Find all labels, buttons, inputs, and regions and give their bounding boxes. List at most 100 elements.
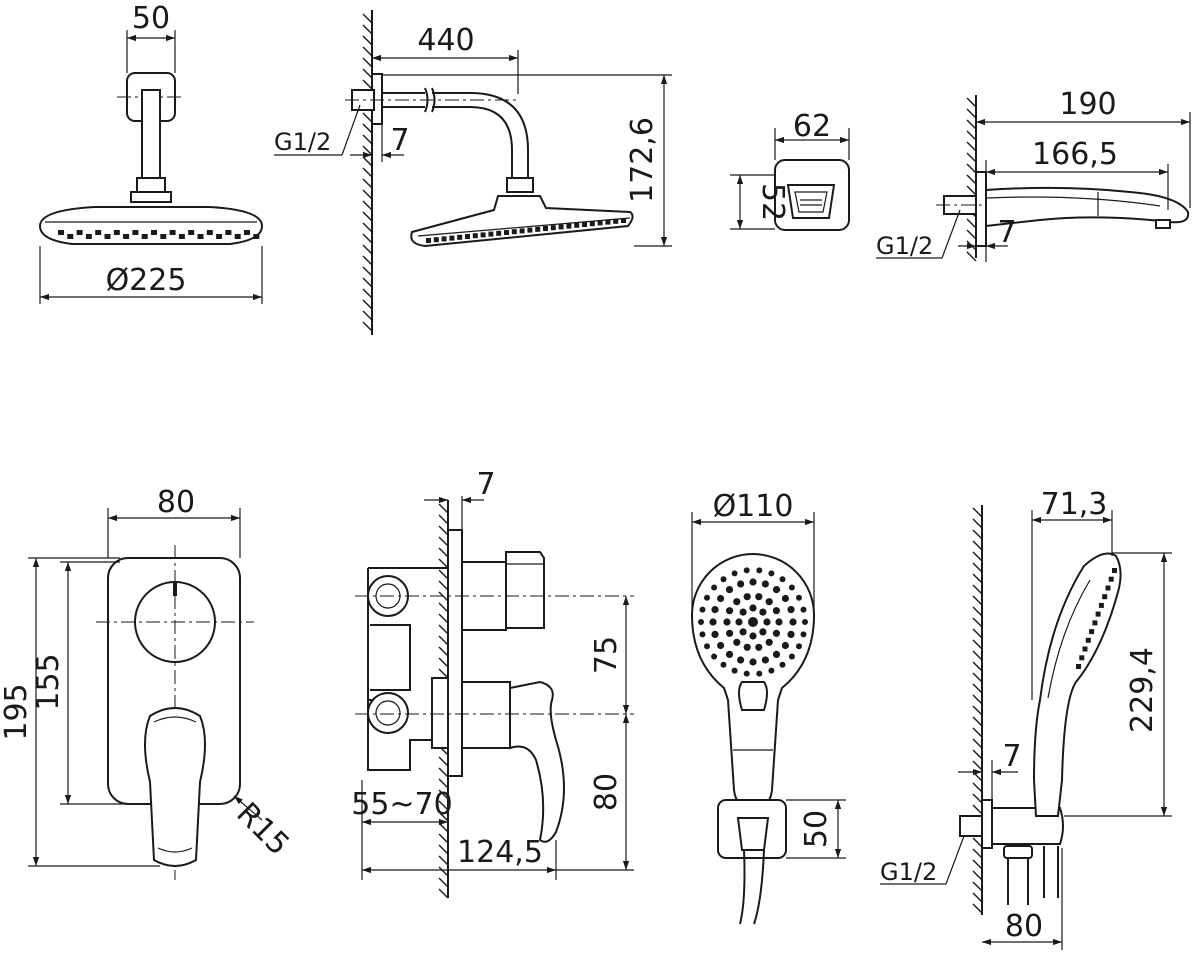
- nozzle: [67, 234, 74, 239]
- hatch-stroke: [362, 233, 373, 244]
- nozzle: [772, 586, 781, 594]
- hatch-stroke: [438, 558, 449, 569]
- lower-inlet: [367, 692, 409, 734]
- nozzle: [1082, 646, 1088, 652]
- nozzle: [169, 230, 176, 235]
- dim-plate-thickness: 7: [476, 467, 495, 502]
- nozzle: [699, 631, 706, 638]
- nozzle: [472, 233, 478, 239]
- hatch-stroke: [438, 844, 449, 855]
- hatch-stroke: [438, 833, 449, 844]
- hatch-stroke: [438, 536, 449, 547]
- hatch-stroke: [438, 602, 449, 613]
- hatch-stroke: [972, 540, 983, 551]
- hatch-stroke: [966, 152, 977, 163]
- hatch-stroke: [972, 738, 983, 749]
- nozzle: [789, 618, 797, 626]
- hatch-stroke: [972, 848, 983, 859]
- hatch-stroke: [438, 888, 449, 899]
- hatch-stroke: [966, 251, 977, 262]
- nozzle: [756, 567, 763, 574]
- nozzle: [761, 580, 770, 588]
- dim-plate-height: 195: [0, 683, 34, 740]
- nozzle: [768, 570, 775, 577]
- hatch-stroke: [972, 771, 983, 782]
- dim-wall-gap: 7: [997, 215, 1016, 250]
- nozzle: [711, 606, 719, 614]
- hatch-stroke: [438, 855, 449, 866]
- nozzle: [244, 230, 250, 235]
- thread-label: G1/2: [880, 858, 937, 886]
- nozzle: [234, 234, 241, 239]
- hatch-stroke: [972, 793, 983, 804]
- dim-wall-gap: 7: [1002, 739, 1021, 774]
- nozzle: [1095, 611, 1101, 617]
- hatch-stroke: [966, 174, 977, 185]
- dim-flange-width: 62: [793, 109, 831, 144]
- nozzle: [543, 226, 548, 231]
- nozzle: [749, 604, 757, 612]
- nozzle: [802, 619, 808, 625]
- hand-shower-side-view: 71,3 229,4 7 G1/2 80: [880, 487, 1172, 950]
- hatch-stroke: [362, 189, 373, 200]
- dim-projection: 124,5: [457, 835, 543, 870]
- hatch-stroke: [438, 778, 449, 789]
- nozzle: [737, 656, 745, 664]
- hatch-stroke: [362, 200, 373, 211]
- hatch-stroke: [966, 130, 977, 141]
- nozzle: [720, 661, 727, 668]
- hatch-stroke: [362, 134, 373, 145]
- hatch-stroke: [966, 218, 977, 229]
- nozzle: [731, 570, 738, 577]
- hatch-stroke: [362, 24, 373, 35]
- nozzle: [787, 606, 795, 614]
- hatch-stroke: [972, 870, 983, 881]
- wall-hatch: [972, 507, 983, 914]
- hatch-stroke: [362, 156, 373, 167]
- nozzle: [761, 656, 770, 664]
- thread-label: G1/2: [274, 128, 331, 156]
- nozzle: [132, 230, 139, 235]
- hatch-stroke: [438, 646, 449, 657]
- hatch-stroke: [972, 903, 983, 914]
- nozzle: [225, 230, 232, 235]
- hatch-stroke: [972, 639, 983, 650]
- nozzle: [755, 593, 763, 601]
- dim-axis-gap: 75: [589, 636, 624, 674]
- nozzle: [582, 222, 587, 227]
- hatch-stroke: [362, 79, 373, 90]
- mixer-front-view: 80 195 155 R15: [0, 485, 296, 880]
- nozzle: [717, 641, 725, 650]
- nozzle: [800, 631, 807, 638]
- nozzle: [796, 643, 802, 650]
- hatch-stroke: [362, 178, 373, 189]
- nozzle: [426, 238, 431, 243]
- thread-connector: [959, 815, 983, 837]
- nozzle: [739, 608, 747, 616]
- nozzle: [519, 228, 525, 234]
- hatch-stroke: [362, 123, 373, 134]
- wall-hatch: [966, 97, 977, 262]
- nozzle: [465, 234, 470, 239]
- nozzle: [749, 658, 757, 666]
- hatch-stroke: [972, 683, 983, 694]
- nozzle: [781, 594, 790, 603]
- hatch-stroke: [438, 569, 449, 580]
- nozzle: [733, 598, 741, 606]
- nozzle: [178, 234, 185, 239]
- shower-head-side-view: 440 172,6 G1/2 7: [274, 10, 672, 335]
- hatch-stroke: [972, 672, 983, 683]
- hatch-stroke: [972, 782, 983, 793]
- dim-spray-diameter: Ø110: [713, 489, 794, 524]
- hatch-stroke: [362, 13, 373, 24]
- dim-flange-height: 52: [755, 183, 790, 221]
- nozzle: [1085, 637, 1091, 643]
- hatch-stroke: [438, 624, 449, 635]
- hatch-stroke: [362, 255, 373, 266]
- nozzle: [765, 638, 773, 646]
- hatch-stroke: [362, 244, 373, 255]
- nozzle-row: [426, 218, 626, 243]
- nozzle: [197, 234, 204, 239]
- hatch-stroke: [972, 573, 983, 584]
